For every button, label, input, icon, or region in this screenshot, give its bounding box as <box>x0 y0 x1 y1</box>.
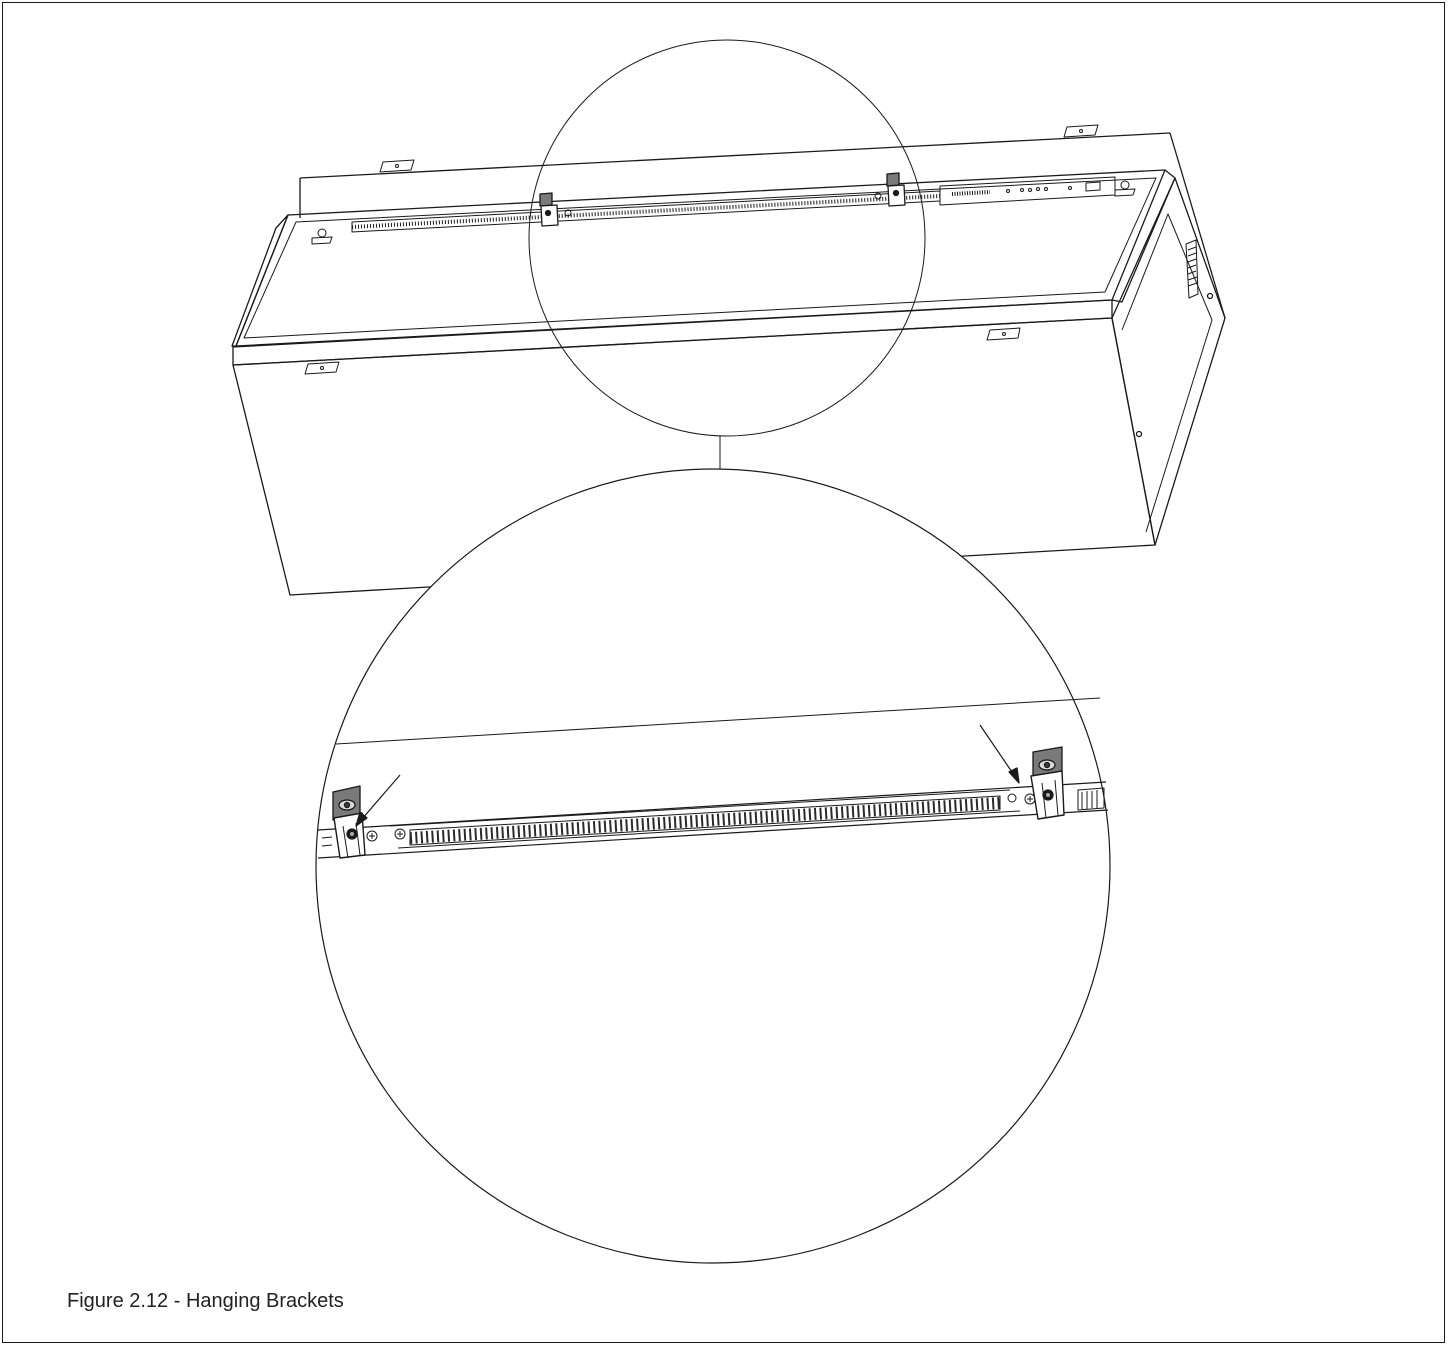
detail-callout-circle <box>528 39 926 437</box>
unit-right-panel-inset <box>1121 213 1213 533</box>
unit-hanging-bracket-right <box>886 172 906 207</box>
figure-caption: Figure 2.12 - Hanging Brackets <box>67 1290 344 1312</box>
arrow-right-bracket <box>979 724 1020 784</box>
unit-tray-left-wall <box>231 214 289 347</box>
arrow-left-bracket <box>355 774 401 827</box>
unit-top-right-edge <box>1169 132 1226 319</box>
zoom-vent-slots <box>409 795 1001 846</box>
zoom-hanging-bracket-right <box>1030 746 1065 820</box>
unit-right-panel <box>1111 177 1226 546</box>
top-mounting-tabs <box>304 124 1099 375</box>
zoom-detail <box>315 468 1111 1264</box>
unit-tray-right-wall <box>1111 169 1176 303</box>
unit-top-back-edge <box>299 132 1171 179</box>
unit-front-top-strip <box>232 299 1113 366</box>
unit-tray-outline <box>235 169 1166 347</box>
unit-hanging-bracket-left <box>539 192 559 227</box>
side-vent-icon <box>1185 239 1199 299</box>
fireplace-unit <box>231 124 1226 596</box>
tray-screws <box>311 180 1136 245</box>
zoom-hanging-bracket-left <box>332 785 366 859</box>
unit-tray-inner <box>243 177 1157 339</box>
